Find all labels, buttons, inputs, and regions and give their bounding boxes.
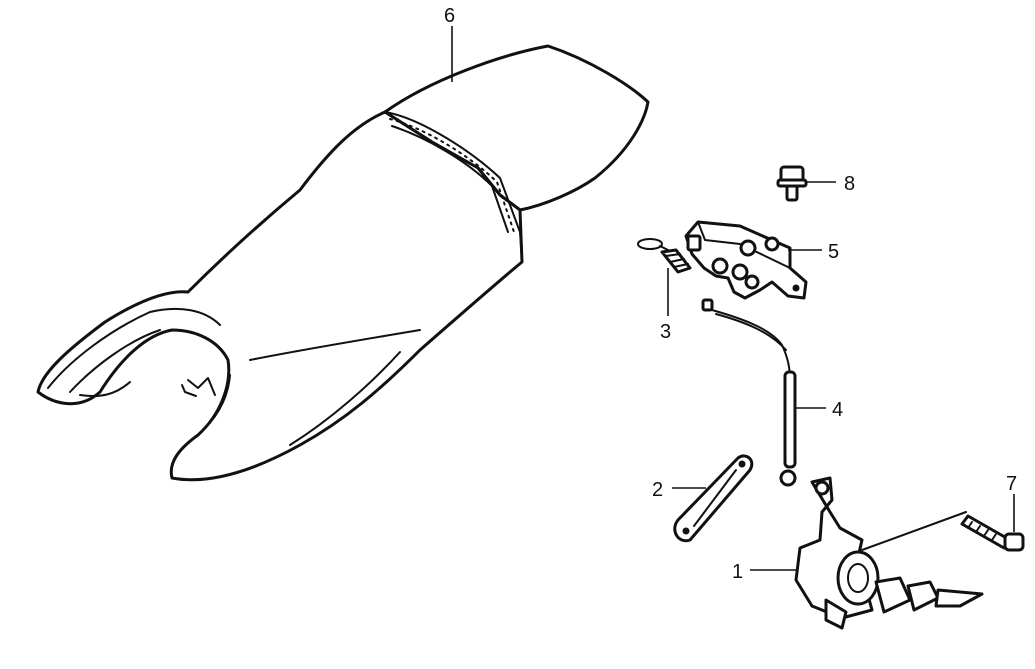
latch-cable (701, 298, 797, 487)
bolt (776, 165, 808, 202)
callout-5: 5 (828, 241, 839, 263)
callout-2: 2 (652, 479, 663, 501)
seat-latch (684, 220, 808, 300)
callout-4: 4 (832, 399, 843, 421)
callout-8: 8 (844, 173, 855, 195)
callout-7: 7 (1006, 473, 1017, 495)
screw (960, 514, 1025, 552)
seat (36, 44, 650, 482)
callout-1: 1 (732, 561, 743, 583)
leader-lines (451, 26, 1015, 571)
plate (673, 454, 754, 543)
seat-lock (794, 476, 984, 630)
callout-6: 6 (444, 5, 455, 27)
callout-3: 3 (660, 321, 671, 343)
spring (637, 238, 692, 274)
